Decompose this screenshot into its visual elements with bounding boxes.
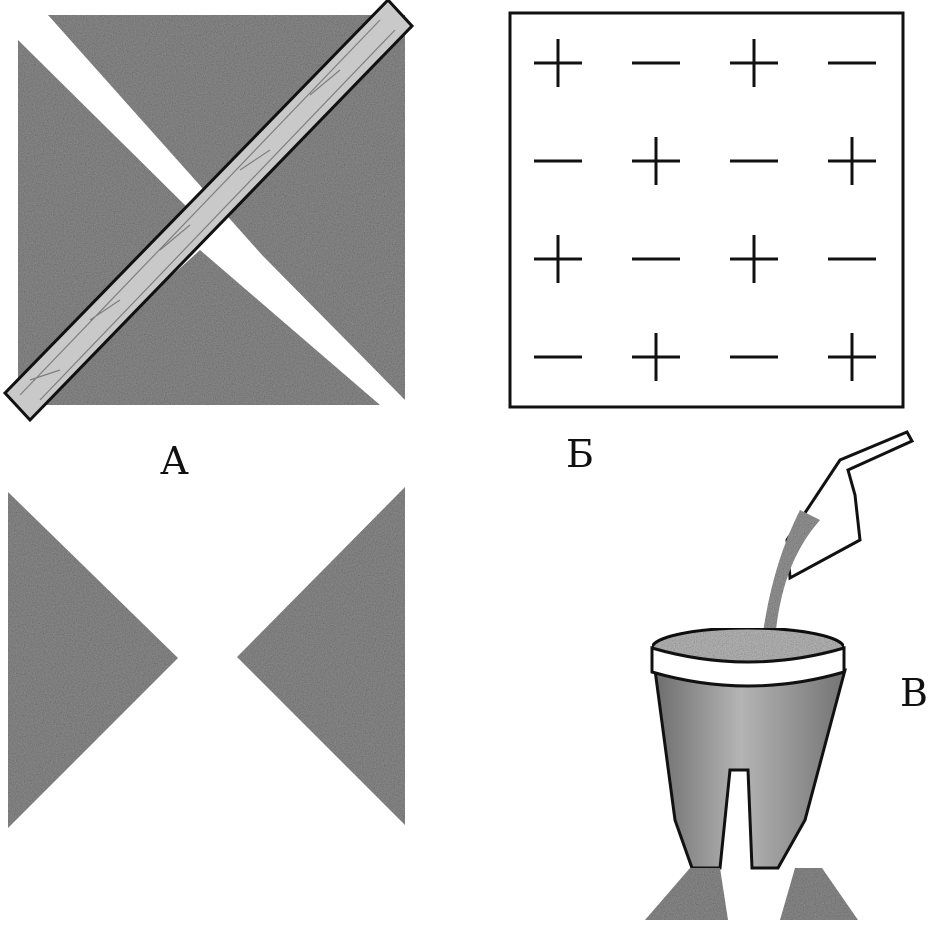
right-outflow-pile (780, 868, 858, 920)
funnel-rim-band (650, 646, 846, 688)
panel-label-c: В (900, 671, 928, 715)
right-triangle-piece (237, 487, 405, 825)
panel-a-split-square (2, 0, 415, 423)
funnel-body (653, 668, 847, 870)
plus-sign (730, 235, 778, 283)
plus-sign (730, 39, 778, 87)
panel-label-b: Б (566, 432, 594, 476)
plus-sign (534, 235, 582, 283)
square-left-piece (18, 40, 200, 405)
charge-grid-frame (508, 11, 905, 409)
pouring-spout (785, 430, 915, 581)
panel-c-funnel-apparatus (645, 430, 915, 920)
square-bottom-piece (30, 250, 380, 405)
plus-sign (828, 137, 876, 185)
diagonal-strip (2, 0, 415, 423)
left-outflow-pile (645, 868, 728, 920)
charge-grid (534, 39, 876, 381)
panel-b-charge-grid (508, 11, 905, 409)
plus-sign (632, 137, 680, 185)
panel-a-separated-pieces (8, 487, 405, 828)
plus-sign (828, 333, 876, 381)
plus-sign (632, 333, 680, 381)
panel-label-a: А (160, 439, 189, 483)
plus-sign (534, 39, 582, 87)
left-triangle-piece (8, 492, 178, 828)
